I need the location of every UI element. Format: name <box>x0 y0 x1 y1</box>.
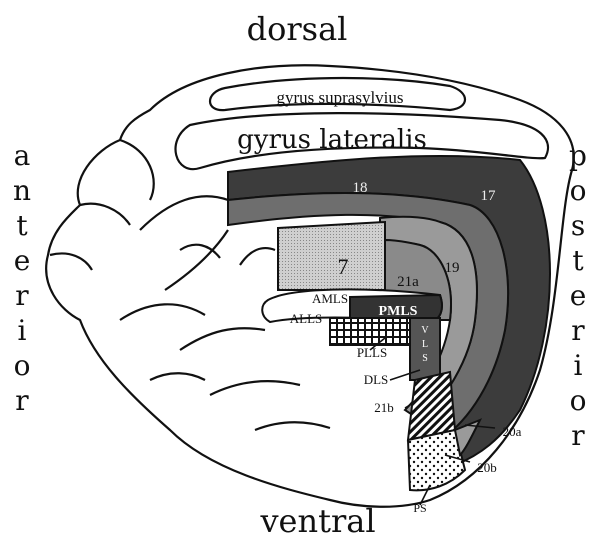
anterior-label: a n t e r i o r <box>13 139 31 417</box>
area-17-label: 17 <box>481 188 497 204</box>
svg-text:r: r <box>571 419 585 452</box>
svg-text:e: e <box>14 244 31 277</box>
svg-text:o: o <box>14 349 31 382</box>
dorsal-label: dorsal <box>247 10 348 48</box>
dls-label: DLS <box>364 372 389 387</box>
gyrus-lateralis-label: gyrus lateralis <box>237 125 427 155</box>
svg-text:p: p <box>569 139 587 172</box>
svg-text:S: S <box>422 353 428 364</box>
svg-text:o: o <box>570 384 587 417</box>
svg-text:r: r <box>571 314 585 347</box>
area-21b-region <box>408 372 455 440</box>
svg-text:e: e <box>570 279 587 312</box>
ps-label: PS <box>413 501 426 515</box>
svg-text:L: L <box>422 339 428 350</box>
area-21a-label: 21a <box>397 274 419 290</box>
svg-text:r: r <box>15 384 29 417</box>
svg-text:r: r <box>15 279 29 312</box>
area-21b-label: 21b <box>374 400 394 415</box>
amls-label: AMLS <box>312 291 348 306</box>
svg-text:i: i <box>574 349 583 382</box>
area-18-label: 18 <box>353 180 368 196</box>
posterior-label: p o s t e r i o r <box>569 139 587 452</box>
pmls-label: PMLS <box>379 304 418 319</box>
svg-text:V: V <box>421 325 429 336</box>
svg-text:o: o <box>570 174 587 207</box>
plls-label: PLLS <box>357 345 387 360</box>
area-19-label: 19 <box>445 260 460 276</box>
svg-text:t: t <box>572 244 584 277</box>
area-20b-label: 20b <box>477 460 497 475</box>
ventral-label: ventral <box>259 502 375 540</box>
alls-label: ALLS <box>290 311 323 326</box>
svg-text:a: a <box>14 139 31 172</box>
plls-region <box>330 318 410 345</box>
area-7-label: 7 <box>338 254 349 279</box>
area-7-region <box>278 222 385 290</box>
svg-text:n: n <box>13 174 31 207</box>
svg-text:s: s <box>571 209 585 242</box>
gyrus-suprasylvius-label: gyrus suprasylvius <box>276 88 403 107</box>
area-20a-label: 20a <box>503 424 522 439</box>
svg-text:t: t <box>16 209 28 242</box>
svg-text:i: i <box>18 314 27 347</box>
